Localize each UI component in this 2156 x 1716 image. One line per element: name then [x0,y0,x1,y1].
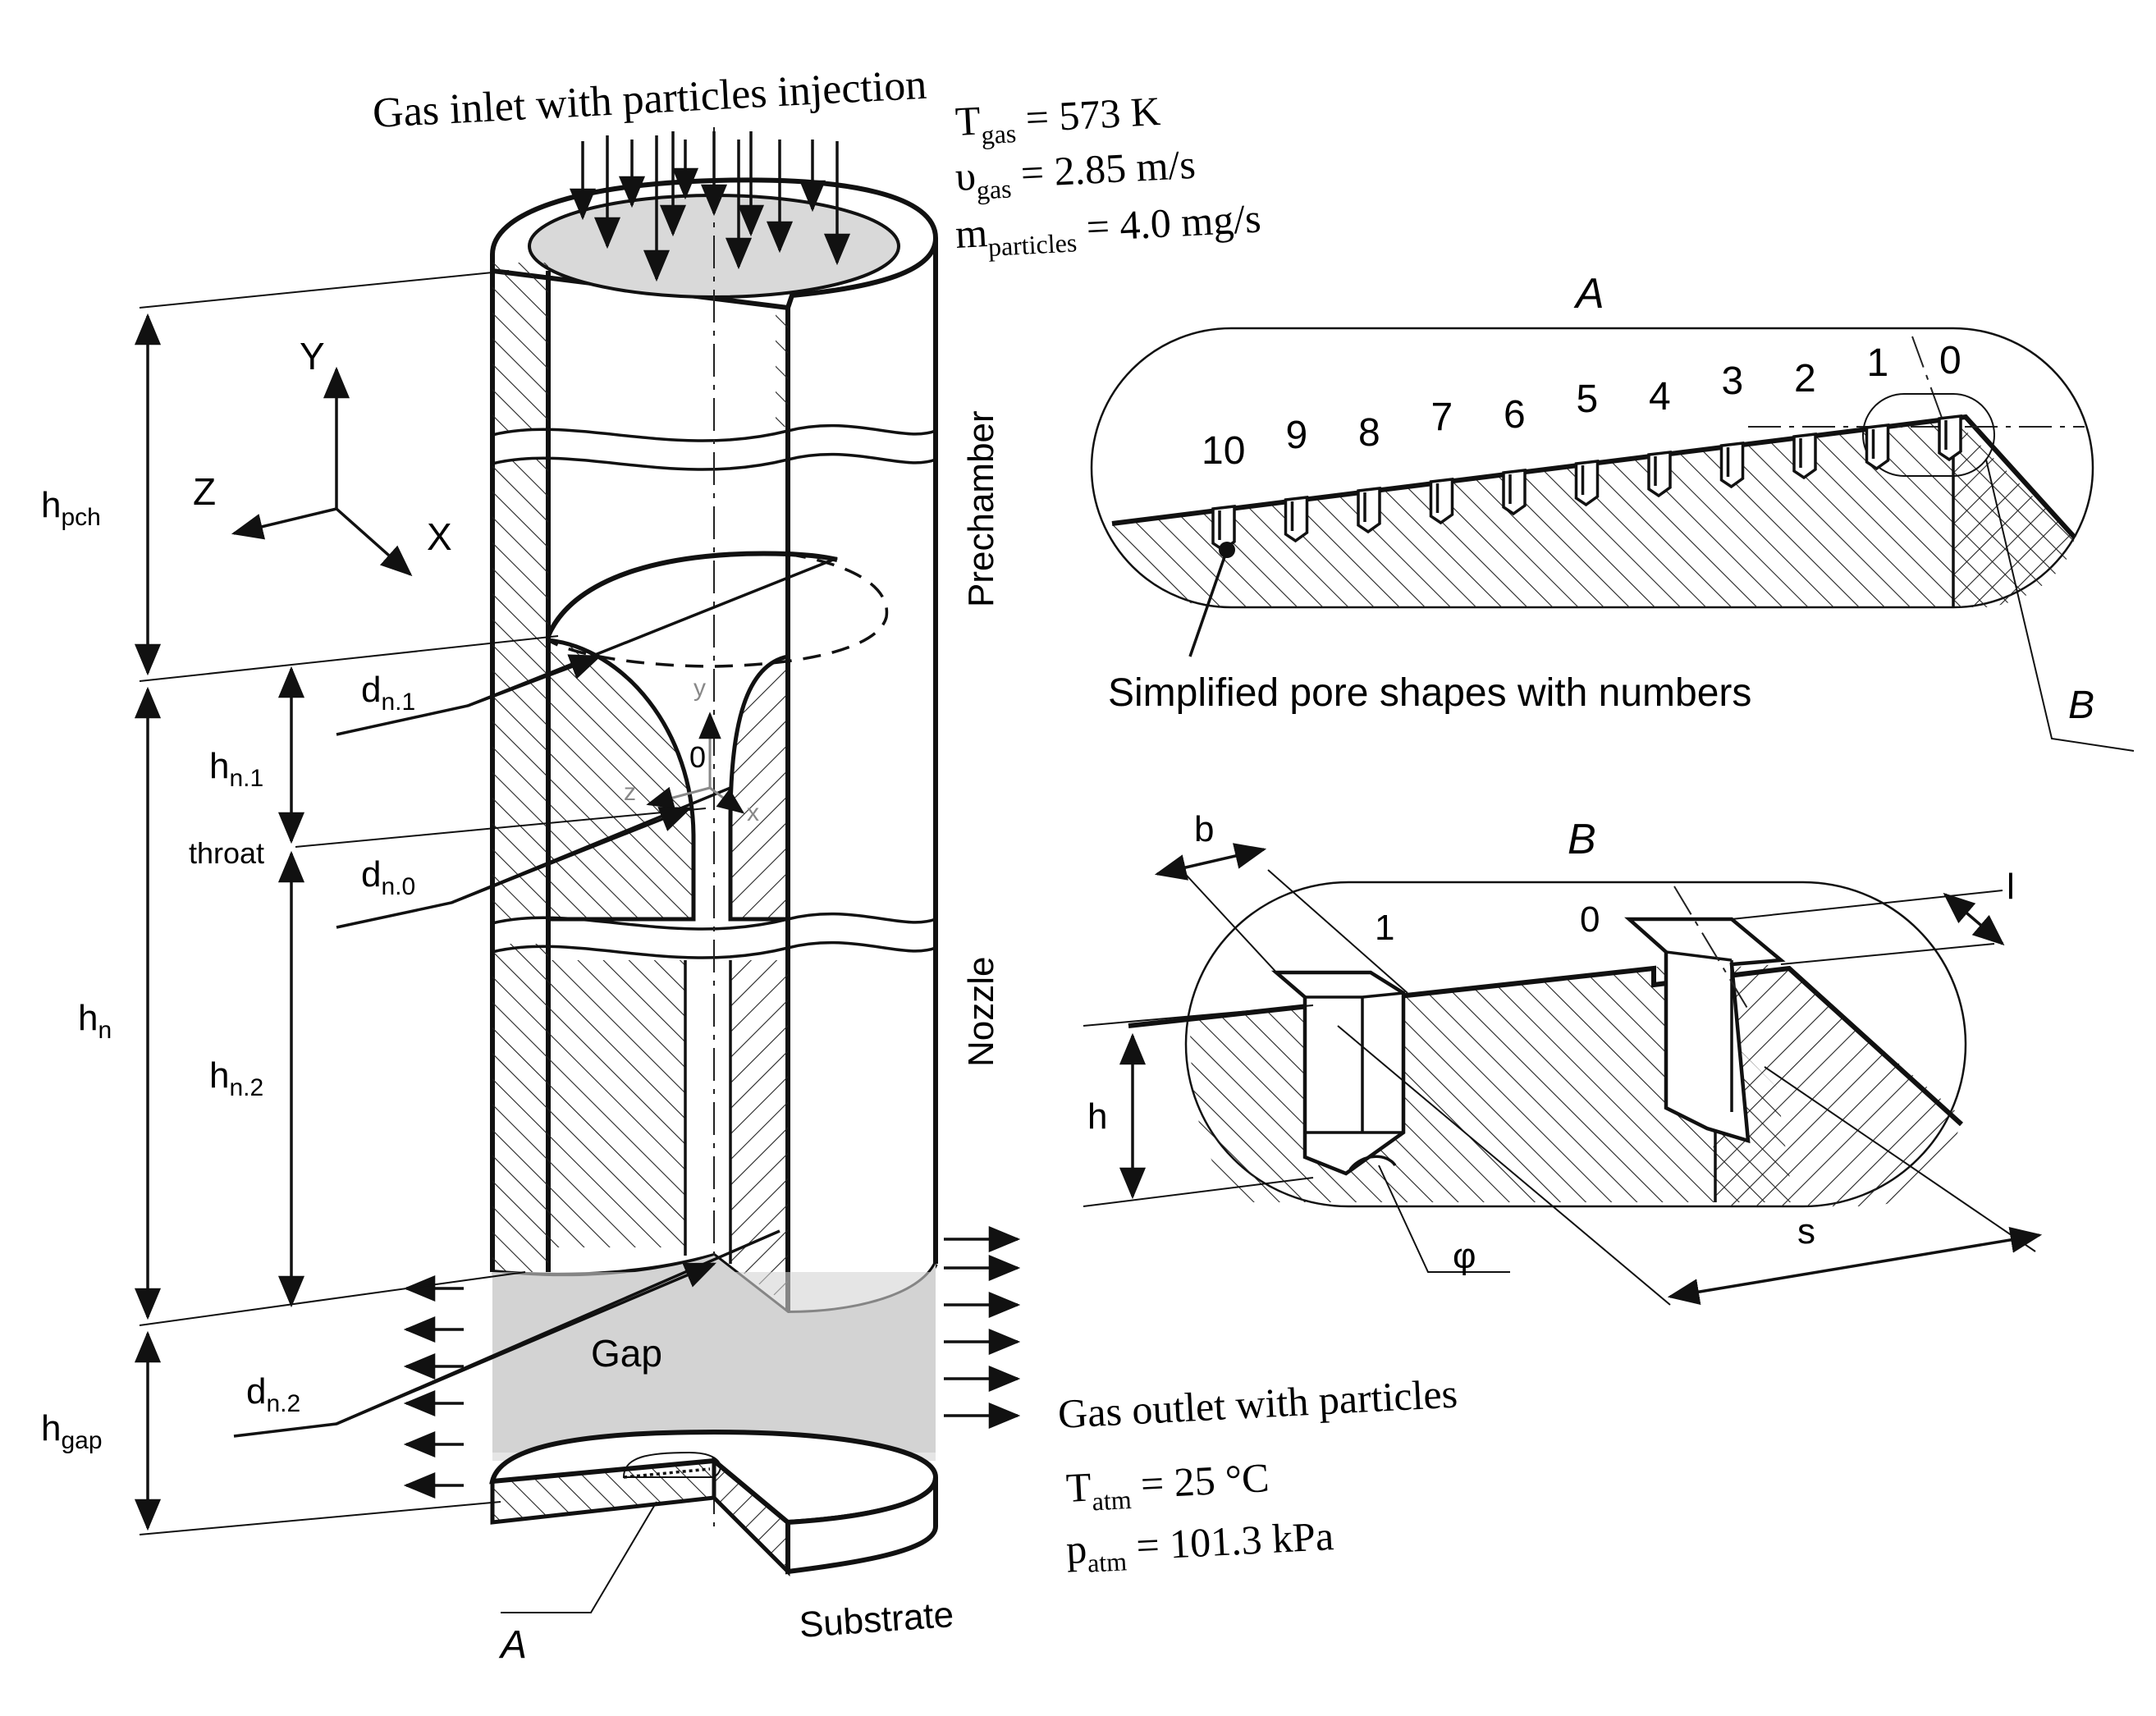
outlet-title: Gas outlet with particles [1057,1371,1459,1437]
pore-number-8: 8 [1358,411,1380,455]
pore-number-1: 1 [1867,341,1889,385]
d-n0-label: dn.0 [361,854,415,900]
pore-number-7: 7 [1431,396,1453,439]
axis-y-label: Y [300,335,325,378]
detail-b-pore-1: 1 [1375,908,1394,948]
axis-x-label: X [427,515,452,558]
gap-region [492,1256,936,1461]
prechamber-label: Prechamber [961,410,1001,607]
axes-triad [231,366,745,814]
origin-label: 0 [689,740,706,774]
pore-number-9: 9 [1286,414,1308,457]
detail-b-title: B [1568,816,1596,863]
p-atm-label: patm = 101.3 kPa [1065,1512,1335,1579]
detail-a-ref-b: B [2068,684,2094,727]
t-atm-label: Tatm = 25 °C [1065,1454,1271,1517]
dim-h-label: h [1087,1096,1107,1137]
t-gas-label: Tgas = 573 K [954,88,1162,151]
local-z-label: z [624,779,636,806]
callout-a-label: A [498,1623,527,1667]
axis-z-label: Z [193,470,216,513]
detail-a-pores [1211,414,1962,552]
detail-a-substrate [1112,417,2075,607]
dimension-lines [134,270,838,1535]
pore-glyph-7 [1429,478,1454,525]
m-particles-label: mparticles = 4.0 mg/s [954,195,1263,263]
substrate-label: Substrate [798,1595,954,1645]
pore-glyph-4 [1647,451,1672,498]
pore-number-4: 4 [1649,375,1671,419]
throat-label: throat [189,836,264,870]
h-n-label: hn [78,998,112,1044]
detail-b-pore-0: 0 [1580,899,1600,940]
convergent-section [546,638,696,922]
nozzle-body [490,127,939,1526]
inlet-arrows [569,131,851,282]
pore-number-0: 0 [1939,339,1961,382]
pore-glyph-2 [1792,432,1817,480]
d-n2-label: dn.2 [246,1371,300,1417]
pore-glyph-9 [1284,496,1309,543]
pore-number-3: 3 [1722,359,1744,403]
pore-number-10: 10 [1202,429,1245,473]
nozzle-label: Nozzle [961,957,1001,1068]
v-gas-label: υgas = 2.85 m/s [954,141,1197,206]
gap-label: Gap [591,1332,662,1375]
detail-b [1083,843,2043,1306]
detail-a [1090,327,2135,752]
pore-glyph-3 [1719,442,1745,489]
pore-glyph-0 [1938,414,1962,462]
pore-glyph-1 [1865,423,1890,471]
pore-glyph-8 [1357,487,1381,534]
pore-glyph-5 [1574,460,1600,507]
dim-s-label: s [1797,1211,1815,1252]
h-pch-label: hpch [41,485,101,531]
dim-phi-label: φ [1453,1236,1476,1276]
detail-a-caption: Simplified pore shapes with numbers [1108,671,1751,715]
local-x-label: x [747,799,759,826]
substrate-body [489,1429,939,1613]
d-n1-label: dn.1 [361,670,415,716]
h-n1-label: hn.1 [209,746,263,792]
h-gap-label: hgap [41,1408,103,1454]
local-y-label: y [693,675,706,702]
dim-b-label: b [1194,809,1214,849]
outlet-arrows [403,1225,1021,1499]
pore-number-5: 5 [1577,378,1599,421]
pore-glyph-6 [1502,469,1527,516]
pore-number-2: 2 [1794,357,1816,400]
inlet-title: Gas inlet with particles injection [372,62,928,137]
detail-a-title: A [1573,270,1604,318]
h-n2-label: hn.2 [209,1055,263,1101]
pore-number-6: 6 [1504,393,1526,437]
dim-l-label: l [2007,867,2015,907]
